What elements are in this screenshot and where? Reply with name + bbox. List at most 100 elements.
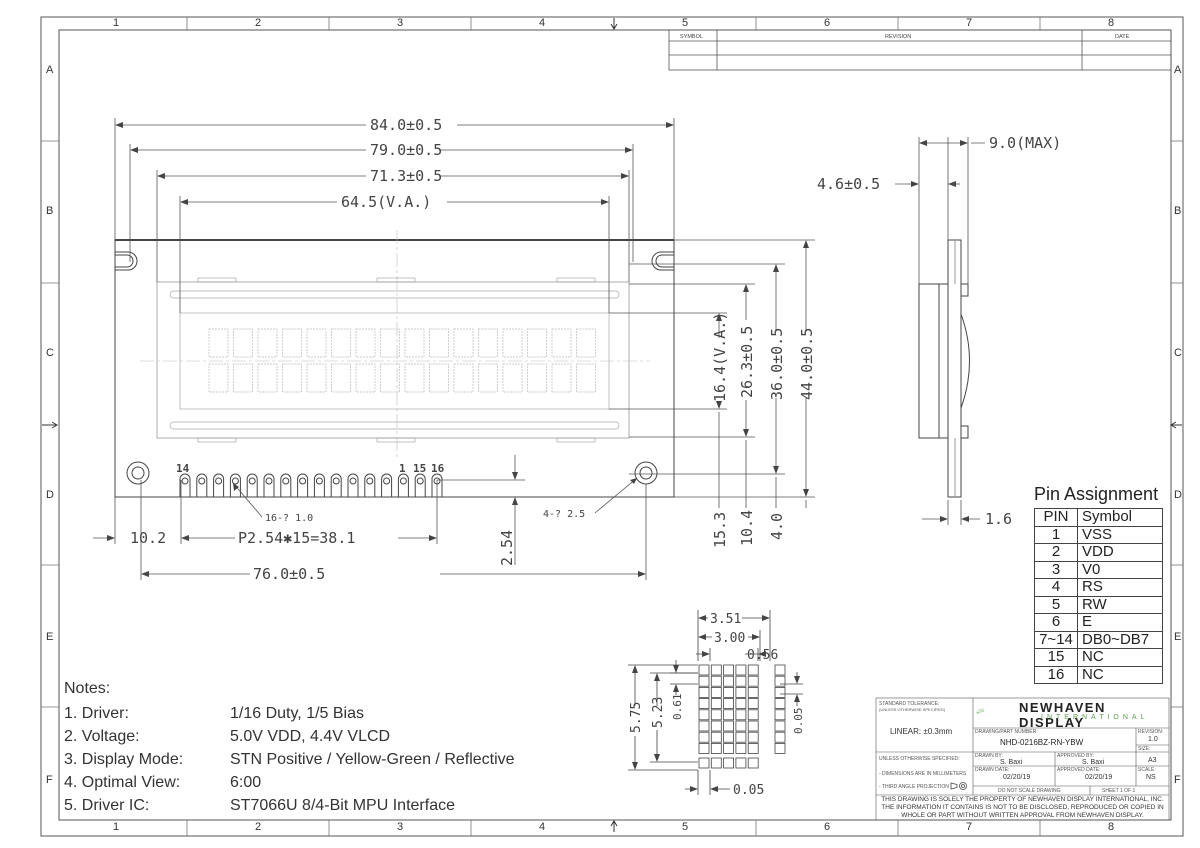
dim-10-2: 10.2	[130, 529, 166, 547]
pixel-dot	[774, 675, 786, 687]
revision-block	[668, 29, 1172, 71]
col-label-1: 1	[113, 17, 120, 29]
row-label-b-right: B	[1174, 205, 1182, 217]
holes-16-label: 16-? 1.0	[265, 513, 313, 524]
pin-hole	[181, 477, 189, 485]
pin-1-label: 1	[399, 462, 406, 475]
note-value: STN Positive / Yellow-Green / Reflective	[230, 750, 515, 768]
char-detail-text: 3.51 3.00 0.56 5.75 5.23 0.61 0.05 0.05	[629, 612, 805, 798]
col-label-5: 5	[682, 17, 689, 29]
center-arrow-left	[42, 421, 58, 429]
char-cell	[429, 363, 449, 393]
title-block-grid	[875, 697, 1170, 821]
pin-pad	[347, 473, 359, 497]
pixel-dot	[747, 743, 759, 754]
note-value: 6:00	[230, 773, 262, 791]
size-label: SIZE:	[1138, 746, 1151, 752]
char-cell	[453, 328, 474, 358]
center-arrow-top	[610, 18, 618, 30]
char-cell	[306, 363, 327, 393]
col-label-5-bottom: 5	[682, 821, 689, 833]
pixel-dot	[747, 675, 759, 687]
char-cell	[257, 328, 278, 358]
pin-pad	[414, 473, 426, 497]
pin-hole	[332, 477, 340, 485]
symbol-cell: VDD	[1077, 543, 1163, 562]
pcb-outline	[114, 239, 675, 498]
pixel-dot	[710, 664, 722, 676]
dim-79: 79.0±0.5	[370, 141, 442, 159]
pin-hole	[299, 477, 307, 485]
pin-14-label: 14	[176, 462, 190, 475]
pin-hole	[215, 477, 223, 485]
border-ticks	[41, 17, 1183, 836]
col-label-4-bottom: 4	[539, 821, 546, 833]
char-cell	[380, 363, 400, 393]
pixel-dot	[698, 675, 710, 687]
bezel-tab-6	[556, 437, 596, 443]
pixel-dot	[710, 698, 722, 709]
brand-sub: INTERNATIONAL	[1041, 714, 1149, 721]
center-arrow-right	[1170, 421, 1182, 429]
pixel-dot	[735, 743, 747, 754]
pin-hole	[198, 477, 206, 485]
row-label-e: E	[46, 631, 54, 643]
pin-hole	[416, 477, 424, 485]
pixel-dot	[735, 720, 747, 732]
row-label-f-right: F	[1174, 774, 1181, 786]
newhaven-logo-icon	[976, 708, 984, 714]
pixel-dot	[747, 698, 759, 709]
center-arrow-bottom	[610, 820, 618, 832]
approved-by-label: APPROVED BY:	[1057, 753, 1094, 759]
col-label-2: 2	[255, 17, 262, 29]
symbol-cell: E	[1077, 613, 1163, 632]
pin-15-label: 15	[413, 462, 426, 475]
approved-date-label: APPROVED DATE:	[1057, 767, 1101, 773]
side-arrows	[911, 140, 969, 522]
char-cell	[551, 328, 572, 358]
pin-pad	[431, 473, 443, 497]
dim-44: 44.0±0.5	[798, 328, 816, 400]
pixel-dot	[774, 743, 786, 754]
col-label-6: 6	[824, 17, 831, 29]
dim-10-4: 10.4	[738, 510, 756, 546]
part-number: NHD-0216BZ-RN-YBW	[1000, 738, 1084, 747]
side-dimension-lines	[895, 137, 985, 525]
dim-26-3: 26.3±0.5	[738, 326, 756, 398]
pixel-dot	[710, 675, 722, 687]
dim-4-6: 4.6±0.5	[817, 175, 880, 193]
drawn-by-label: DRAWN BY:	[975, 753, 1003, 759]
pixel-dot	[735, 757, 747, 769]
symbol-cell: VSS	[1077, 525, 1163, 544]
pixel-dot	[735, 731, 747, 743]
char-cell	[551, 363, 572, 393]
pixel-dot	[698, 720, 710, 732]
part-number-label: DRAWING/PART NUMBER:	[975, 729, 1038, 735]
char-cell	[208, 363, 229, 393]
side-dimension-text: 9.0(MAX) 4.6±0.5 1.6	[817, 134, 1061, 528]
side-view	[918, 239, 970, 498]
pin-pad	[196, 473, 208, 497]
pixel-dot	[723, 675, 734, 687]
pixel-dot	[723, 709, 734, 721]
third-angle: - THIRD ANGLE PROJECTION	[879, 784, 949, 790]
mount-slot-left	[115, 251, 138, 271]
pin-pad	[229, 473, 241, 497]
note-row: 2. Voltage:5.0V VDD, 4.4V VLCD	[64, 725, 515, 748]
rev-symbol-header: SYMBOL	[680, 34, 703, 40]
pixel-dot	[774, 731, 786, 743]
char-cell	[233, 328, 253, 358]
pixel-dot	[710, 731, 722, 743]
drawn-by: S. Baxi	[1000, 759, 1023, 766]
note-key: 4. Optimal View:	[64, 773, 181, 791]
polarizer-top	[169, 290, 620, 299]
col-label-2-bottom: 2	[255, 821, 262, 833]
rev-date-header: DATE	[1115, 34, 1130, 40]
pin-pad	[280, 473, 292, 497]
char-cell	[306, 328, 327, 358]
notes-title: Notes:	[64, 680, 111, 697]
